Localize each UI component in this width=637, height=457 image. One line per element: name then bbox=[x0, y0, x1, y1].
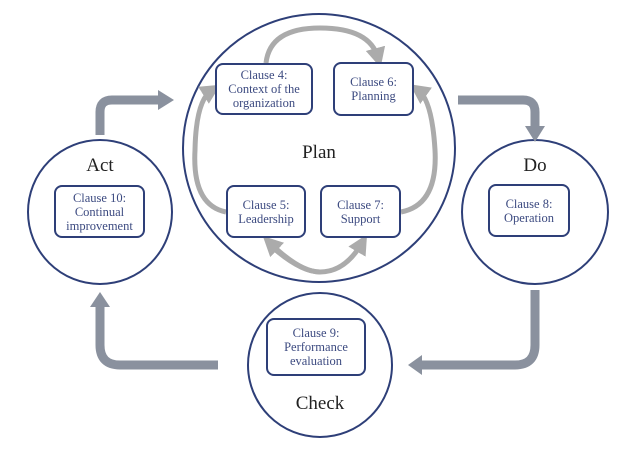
clause-text: improvement bbox=[66, 218, 133, 233]
clause-title: Clause 5: bbox=[242, 197, 290, 212]
clause-8-box: Clause 8: Operation bbox=[488, 184, 570, 237]
check-label: Check bbox=[295, 393, 345, 414]
do-label: Do bbox=[523, 155, 547, 176]
arrow-check-to-act bbox=[95, 305, 218, 370]
clause-text: Continual bbox=[74, 204, 125, 219]
clause-text: Planning bbox=[351, 89, 396, 103]
clause-text: Context of the bbox=[228, 82, 300, 96]
plan-label: Plan bbox=[302, 142, 336, 163]
arrow-act-to-plan bbox=[95, 95, 160, 135]
clause-9-box: Clause 9: Performance evaluation bbox=[266, 318, 366, 376]
clause-text: Support bbox=[340, 211, 381, 226]
clause-title: Clause 7: bbox=[337, 197, 384, 212]
arrow-c4-to-c6 bbox=[263, 25, 386, 68]
check-circle bbox=[247, 292, 393, 438]
clause-text: Performance bbox=[284, 340, 348, 354]
clause-title: Clause 6: bbox=[350, 75, 397, 89]
clause-5-box: Clause 5: Leadership bbox=[226, 185, 306, 238]
clause-10-box: Clause 10: Continual improvement bbox=[54, 185, 145, 238]
clause-title: Clause 10: bbox=[72, 190, 127, 205]
clause-text: evaluation bbox=[289, 354, 343, 368]
clause-title: Clause 4: bbox=[240, 68, 288, 82]
clause-4-box: Clause 4: Context of the organization bbox=[215, 63, 313, 115]
clause-title: Clause 8: bbox=[505, 196, 553, 211]
clause-text: Operation bbox=[504, 210, 554, 225]
clause-text: Leadership bbox=[238, 211, 294, 226]
clause-text: organization bbox=[232, 96, 296, 110]
arrow-do-to-check bbox=[420, 290, 540, 370]
clause-6-box: Clause 6: Planning bbox=[333, 62, 414, 116]
arrow-c5-to-c4 bbox=[192, 84, 227, 215]
arrow-plan-to-do bbox=[458, 95, 540, 128]
clause-title: Clause 9: bbox=[292, 326, 340, 340]
arrow-c7-to-c6 bbox=[400, 84, 438, 215]
act-circle bbox=[27, 139, 173, 285]
clause-7-box: Clause 7: Support bbox=[320, 185, 401, 238]
plan-circle bbox=[182, 13, 456, 283]
act-label: Act bbox=[86, 155, 114, 176]
